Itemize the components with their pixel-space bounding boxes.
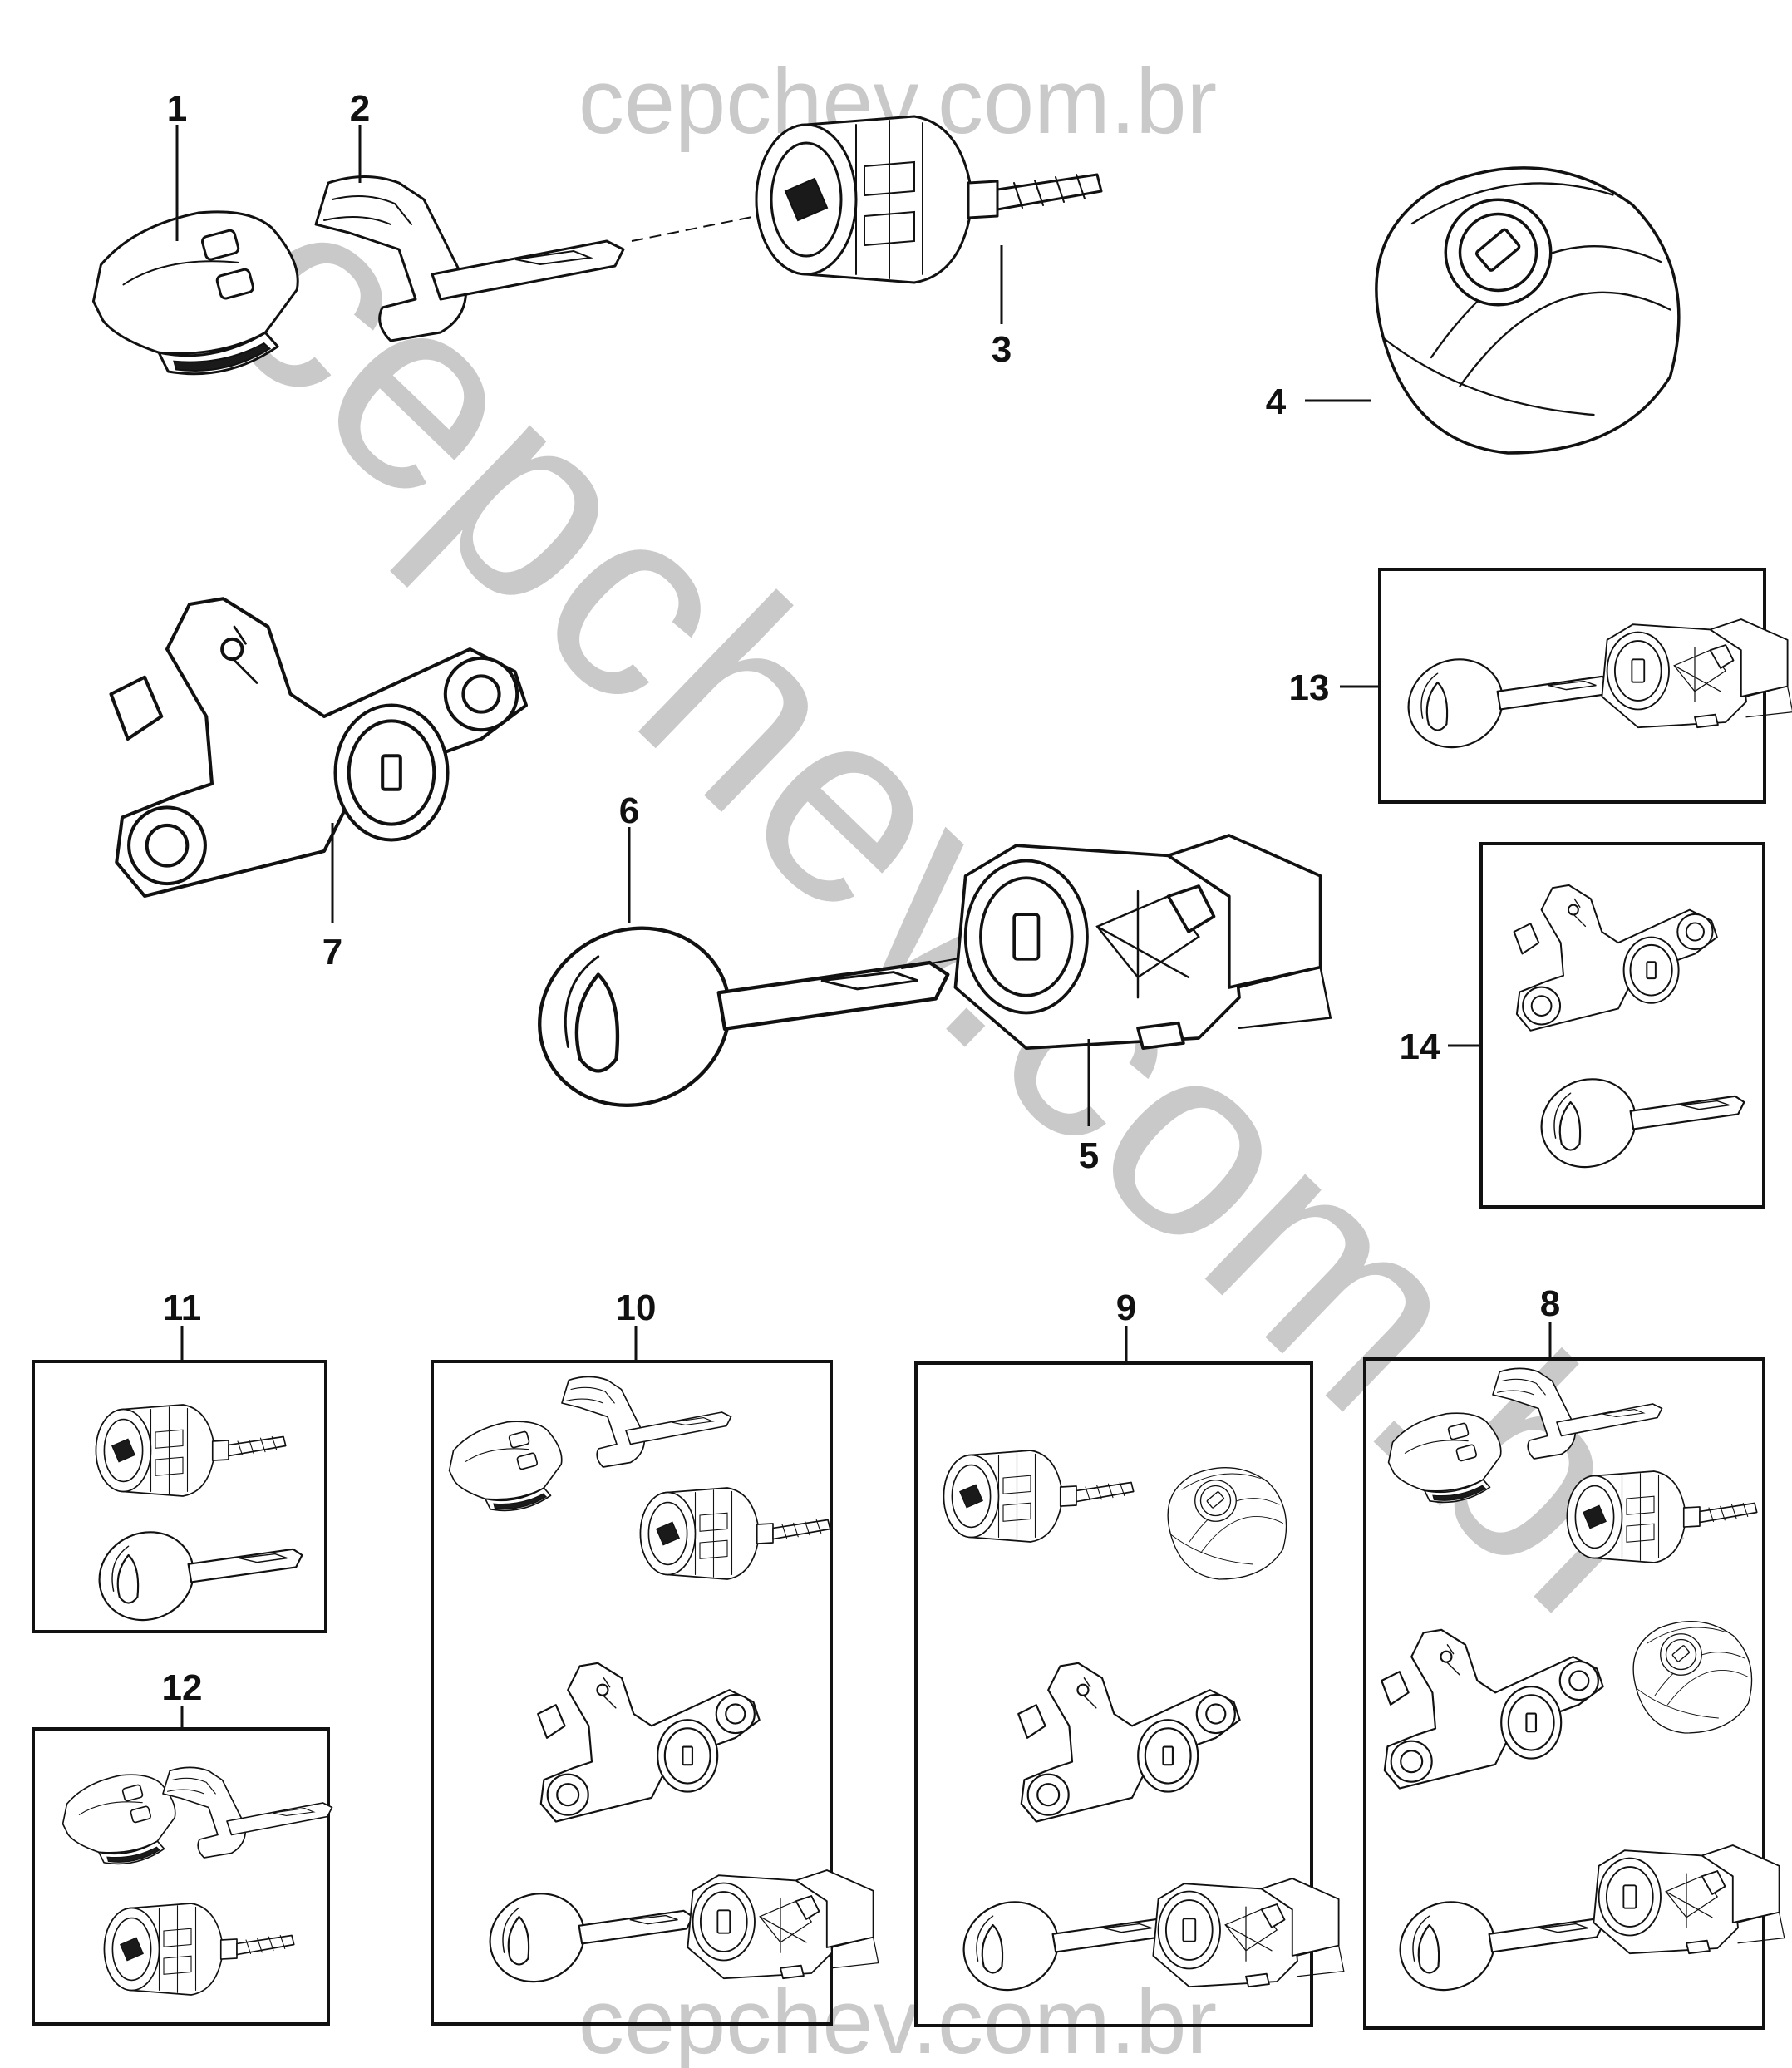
kit-box-9 [914,1361,1313,2027]
kit-9-fuel-cap [1167,1467,1287,1580]
callout-14: 14 [1400,1027,1440,1067]
kit-10-remote-key [440,1410,574,1525]
kit-9-tailgate-lock [1017,1662,1241,1823]
kit-8-key [1385,1885,1604,2006]
leader-lines [175,125,1552,1729]
kit-12-cylinder [103,1903,295,1996]
callout-9: 9 [1116,1288,1136,1328]
kit-9-cylinder [943,1450,1135,1543]
callout-11: 11 [163,1288,202,1328]
kit-8-fuel-cap [1632,1621,1753,1734]
kit-10-tailgate-lock [537,1662,761,1823]
callout-7: 7 [322,932,342,972]
kit-8-door-lock [1593,1844,1785,1955]
callout-4: 4 [1266,382,1287,422]
kit-10-cylinder [639,1487,831,1580]
callout-10: 10 [616,1288,657,1328]
callout-8: 8 [1540,1283,1560,1324]
callout-1: 1 [167,88,187,129]
kit-13-key [1393,643,1612,764]
kit-9-door-lock [1152,1878,1345,1988]
kit-12-folding-key [162,1766,333,1859]
kit-10-folding-key [561,1376,732,1468]
callout-6: 6 [619,790,639,831]
callout-2: 2 [350,88,370,129]
callout-3: 3 [992,329,1012,370]
kit-box-8 [1363,1357,1765,2030]
kit-12-remote-key [53,1763,187,1878]
part-4-fuel-cap [1375,166,1681,455]
kit-10-door-lock [687,1869,879,1980]
kit-14-tailgate-lock [1513,884,1718,1032]
kit-box-11 [32,1360,327,1633]
callout-12: 12 [162,1667,203,1708]
kit-11-cylinder [95,1404,287,1497]
key-insertion-line [631,207,799,242]
watermark-bottom: cepchev.com.br [578,1971,1217,2068]
key-guide-line [901,957,965,969]
kit-box-10 [431,1360,833,2026]
callout-5: 5 [1079,1135,1099,1176]
callout-13: 13 [1289,667,1330,708]
kit-14-key [1526,1062,1745,1184]
kit-box-14 [1479,842,1765,1209]
kit-11-key [84,1515,303,1637]
